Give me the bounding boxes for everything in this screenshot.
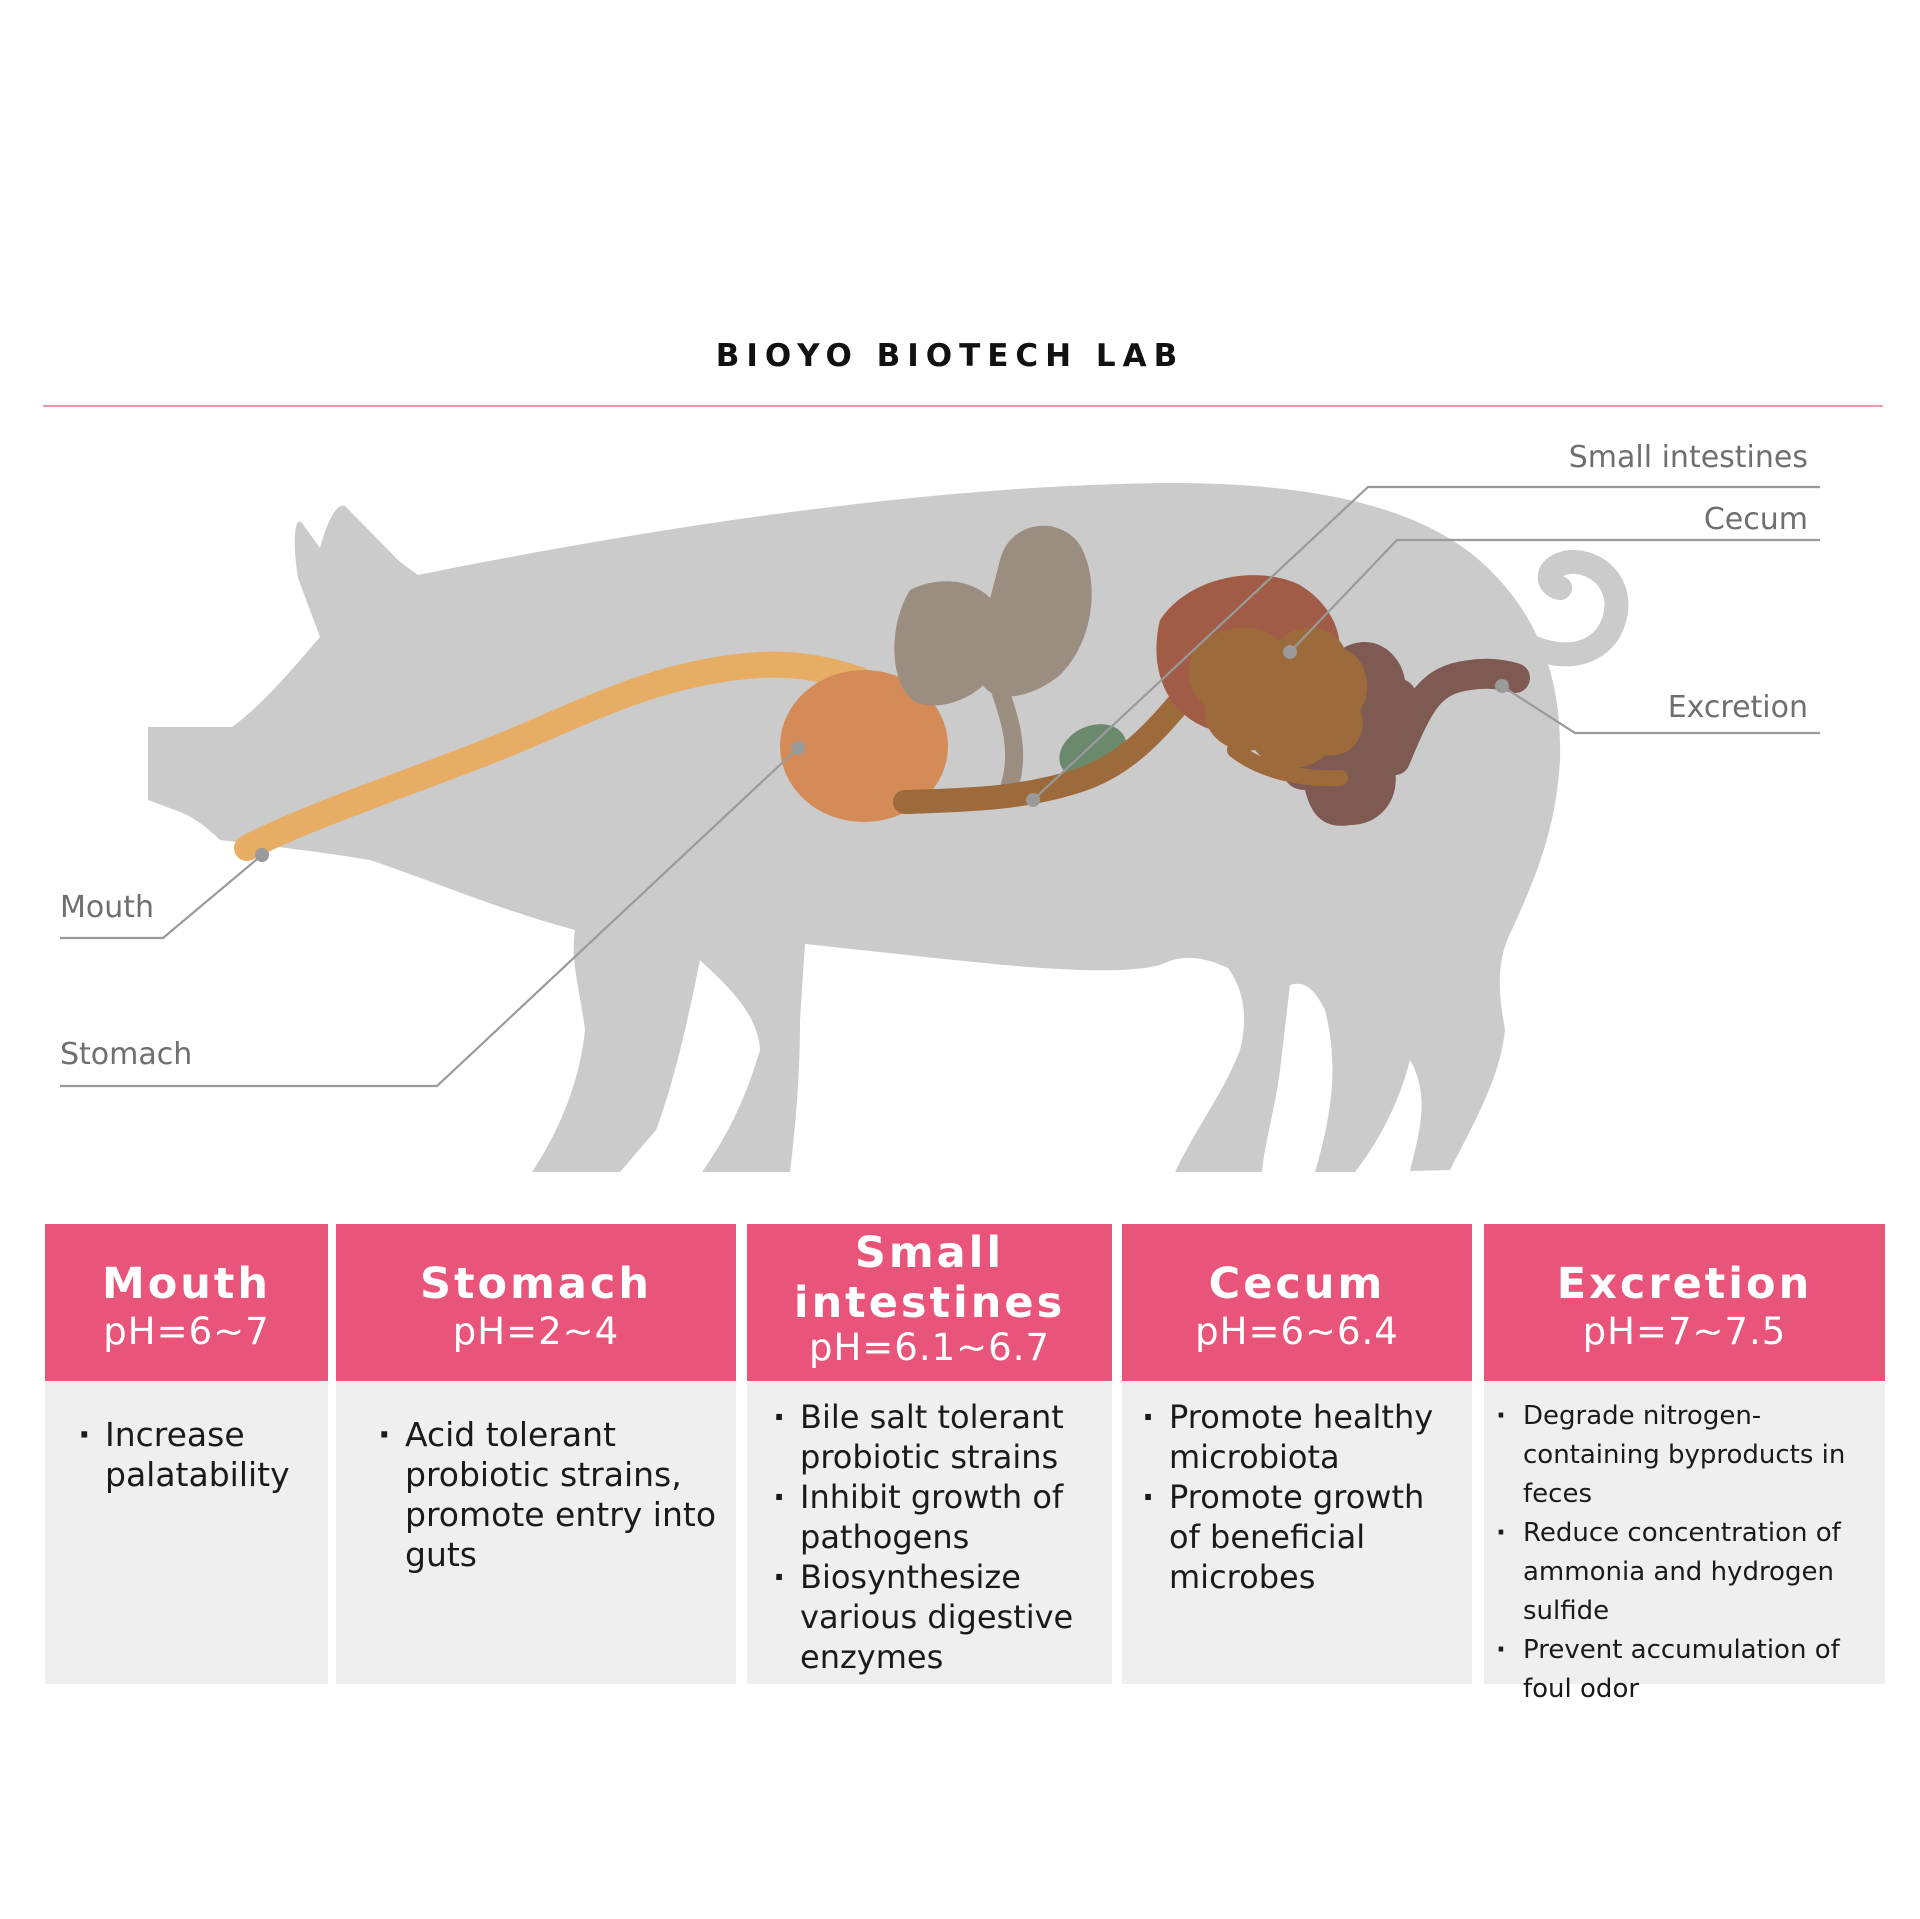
bullet-item: Inhibit growth of pathogens bbox=[773, 1477, 1098, 1557]
bullet-item: Increase palatability bbox=[78, 1415, 308, 1495]
stomach-organ bbox=[780, 670, 948, 822]
mouth-label: Mouth bbox=[60, 890, 155, 925]
column-mouth-body: Increase palatability bbox=[45, 1381, 328, 1684]
bullet-item: Acid tolerant probiotic strains, promote… bbox=[378, 1415, 716, 1575]
mouth-leader-line bbox=[60, 854, 263, 940]
column-cecum-title: Cecum bbox=[1208, 1259, 1386, 1309]
bullet-item: Promote growth of beneficial microbes bbox=[1142, 1477, 1458, 1597]
column-mouth-header: Mouth pH=6~7 bbox=[45, 1224, 328, 1381]
cecum-organ bbox=[1188, 627, 1368, 768]
cecum-tail bbox=[1227, 742, 1348, 787]
esophagus bbox=[234, 651, 873, 861]
brand-title: BIOYO BIOTECH LAB bbox=[715, 338, 1185, 374]
cecum-label: Cecum bbox=[1703, 502, 1808, 537]
stomach-label: Stomach bbox=[60, 1037, 193, 1072]
column-stomach-body: Acid tolerant probiotic strains, promote… bbox=[336, 1381, 736, 1684]
column-small-intestines-body: Bile salt tolerant probiotic strains Inh… bbox=[747, 1381, 1112, 1684]
column-mouth-title: Mouth bbox=[101, 1259, 272, 1309]
small-intestines-label: Small intestines bbox=[1568, 440, 1808, 475]
digestive-stage-table: Mouth pH=6~7 Increase palatability Stoma… bbox=[0, 1224, 1920, 1704]
excretion-marker bbox=[1495, 679, 1509, 693]
column-excretion-body: Degrade nitrogen-containing byproducts i… bbox=[1484, 1381, 1885, 1704]
pig-tail bbox=[1493, 549, 1629, 667]
column-mouth-ph: pH=6~7 bbox=[103, 1310, 270, 1353]
excretion-label: Excretion bbox=[1667, 690, 1808, 725]
column-stomach-ph: pH=2~4 bbox=[452, 1310, 620, 1353]
column-cecum-ph: pH=6~6.4 bbox=[1195, 1310, 1399, 1353]
stomach-leader-line bbox=[60, 747, 799, 1088]
column-excretion: Excretion pH=7~7.5 Degrade nitrogen-cont… bbox=[1484, 1224, 1885, 1704]
column-small-intestines-ph: pH=6.1~6.7 bbox=[809, 1326, 1050, 1369]
column-cecum: Cecum pH=6~6.4 Promote healthy microbiot… bbox=[1122, 1224, 1472, 1684]
bullet-item: Promote healthy microbiota bbox=[1142, 1397, 1458, 1477]
stomach-marker bbox=[791, 741, 805, 755]
column-excretion-title: Excretion bbox=[1556, 1259, 1813, 1309]
pig-digestive-diagram bbox=[60, 483, 1820, 1173]
small-intestine-tube bbox=[893, 668, 1212, 814]
column-small-intestines-header: Small intestines pH=6.1~6.7 bbox=[747, 1224, 1112, 1381]
bullet-item: Prevent accumulation of foul odor bbox=[1496, 1631, 1871, 1709]
cecum-marker bbox=[1283, 645, 1297, 659]
bullet-item: Bile salt tolerant probiotic strains bbox=[773, 1397, 1098, 1477]
excretion-leader-line bbox=[1501, 685, 1820, 735]
bullet-item: Reduce concentration of ammonia and hydr… bbox=[1496, 1514, 1871, 1631]
column-stomach-header: Stomach pH=2~4 bbox=[336, 1224, 736, 1381]
liver bbox=[979, 525, 1092, 697]
column-small-intestines: Small intestines pH=6.1~6.7 Bile salt to… bbox=[747, 1224, 1112, 1684]
column-excretion-header: Excretion pH=7~7.5 bbox=[1484, 1224, 1885, 1381]
bullet-item: Biosynthesize various digestive enzymes bbox=[773, 1557, 1098, 1677]
bullet-item: Degrade nitrogen-containing byproducts i… bbox=[1496, 1397, 1871, 1514]
mouth-marker bbox=[255, 848, 269, 862]
column-mouth: Mouth pH=6~7 Increase palatability bbox=[45, 1224, 328, 1684]
small-intestines-marker bbox=[1026, 793, 1040, 807]
rectum bbox=[1380, 658, 1530, 775]
liver-lobe bbox=[894, 581, 1006, 706]
small-intestines-leader-line bbox=[1032, 485, 1820, 801]
column-stomach-title: Stomach bbox=[420, 1259, 652, 1309]
cecum-leader-line bbox=[1289, 538, 1820, 653]
column-small-intestines-title: Small intestines bbox=[793, 1228, 1066, 1328]
column-stomach: Stomach pH=2~4 Acid tolerant probiotic s… bbox=[336, 1224, 736, 1684]
column-excretion-ph: pH=7~7.5 bbox=[1582, 1310, 1787, 1353]
pig-body-silhouette bbox=[148, 483, 1561, 1173]
column-cecum-body: Promote healthy microbiota Promote growt… bbox=[1122, 1381, 1472, 1684]
column-cecum-header: Cecum pH=6~6.4 bbox=[1122, 1224, 1472, 1381]
header-divider bbox=[43, 405, 1883, 407]
liver-duct bbox=[991, 681, 1024, 794]
